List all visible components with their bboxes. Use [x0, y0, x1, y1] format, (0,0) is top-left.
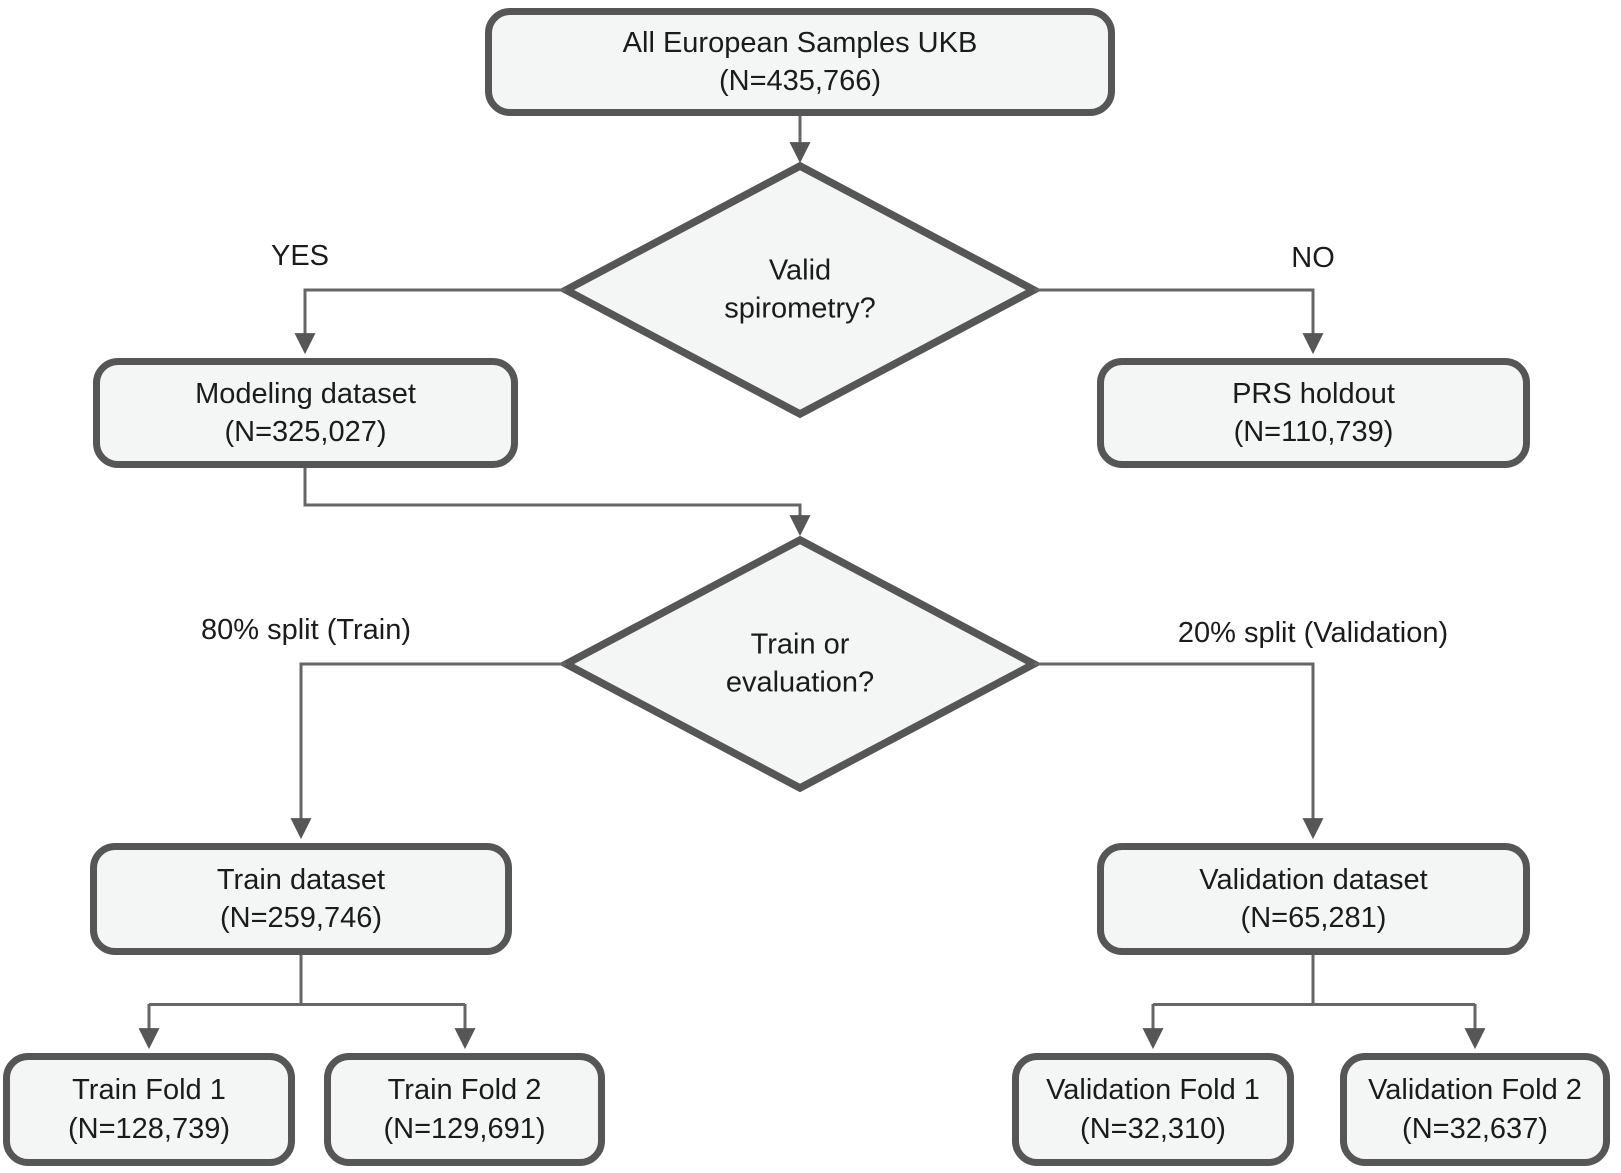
- node-count: (N=129,691): [383, 1112, 546, 1145]
- node-count: (N=325,027): [224, 416, 387, 448]
- decision-train-or-evaluation-diamond: [557, 535, 1043, 793]
- node-train-fold-2: Train Fold 2 (N=129,691): [324, 1053, 605, 1166]
- edge-20-split-to-validation: [1034, 662, 1324, 840]
- node-label: Validation Fold 1: [1046, 1074, 1260, 1107]
- branch-label-yes: YES: [270, 239, 330, 272]
- node-count: (N=128,739): [67, 1112, 231, 1145]
- node-label: Modeling dataset: [195, 377, 416, 410]
- node-validation-dataset: Validation dataset (N=65,281): [1097, 843, 1530, 955]
- edge-train-fork-trunk: [149, 955, 465, 1006]
- node-train-dataset: Train dataset (N=259,746): [90, 843, 512, 955]
- branch-label-train-split: 80% split (Train): [200, 613, 412, 646]
- node-count: (N=32,637): [1402, 1112, 1548, 1145]
- node-modeling-dataset: Modeling dataset (N=325,027): [93, 358, 518, 468]
- node-label: Validation Fold 2: [1368, 1074, 1582, 1107]
- branch-label-no: NO: [1291, 241, 1335, 274]
- node-label: Train Fold 1: [72, 1074, 226, 1107]
- edge-validation-fork-trunk: [1153, 955, 1475, 1006]
- decision-valid-spirometry-label: Valid spirometry?: [724, 254, 876, 325]
- node-count: (N=110,739): [1233, 416, 1394, 448]
- node-label: Train dataset: [216, 863, 386, 896]
- node-prs-holdout: PRS holdout (N=110,739): [1097, 358, 1530, 468]
- edge-modeling-to-split-decision: [303, 468, 811, 537]
- decision-train-or-evaluation-label: Train or evaluation?: [725, 628, 875, 699]
- node-count: (N=32,310): [1080, 1112, 1226, 1145]
- node-validation-fold-2: Validation Fold 2 (N=32,637): [1340, 1053, 1610, 1166]
- node-label: PRS holdout: [1232, 377, 1395, 410]
- node-validation-fold-1: Validation Fold 1 (N=32,310): [1012, 1053, 1294, 1166]
- node-all-european-samples: All European Samples UKB (N=435,766): [485, 8, 1115, 116]
- edge-80-split-to-train: [290, 662, 566, 840]
- decision-valid-spirometry-diamond: [557, 161, 1043, 419]
- node-count: (N=435,766): [718, 65, 882, 97]
- edge-no-to-prs-holdout: [1034, 288, 1324, 355]
- node-train-fold-1: Train Fold 1 (N=128,739): [3, 1053, 295, 1166]
- node-label: Validation dataset: [1199, 863, 1428, 896]
- node-count: (N=259,746): [219, 902, 383, 934]
- node-count: (N=65,281): [1240, 902, 1387, 934]
- node-label: All European Samples UKB: [622, 26, 978, 59]
- branch-label-validation-split: 20% split (Validation): [1177, 616, 1449, 649]
- node-label: Train Fold 2: [387, 1074, 542, 1107]
- edge-yes-to-modeling: [294, 288, 566, 355]
